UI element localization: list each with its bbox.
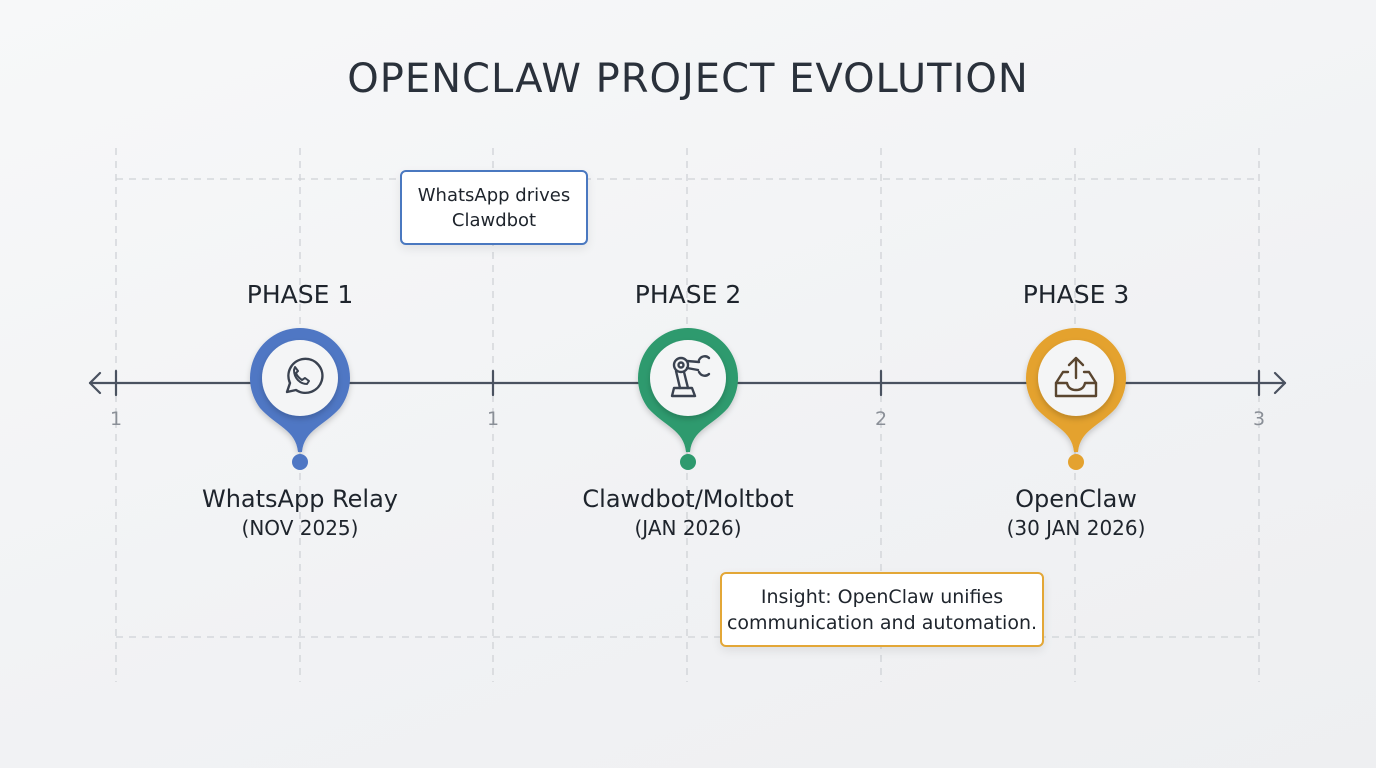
page-title: OPENCLAW PROJECT EVOLUTION [347, 56, 1029, 102]
phase-label: PHASE 1 [246, 280, 354, 309]
arrow-left-icon [88, 371, 102, 395]
callout-line: communication and automation. [726, 611, 1038, 634]
callout-line: Insight: OpenClaw unifies [760, 585, 1004, 608]
phase-date: (JAN 2026) [634, 516, 742, 540]
robot-arm-icon [670, 355, 711, 398]
phase-date: (30 JAN 2026) [1006, 516, 1146, 540]
callout-line: WhatsApp drives [417, 184, 571, 206]
callout-line: Clawdbot [451, 209, 537, 231]
phase-marker [250, 328, 350, 470]
phase-label: PHASE 2 [634, 280, 742, 309]
phase-name: WhatsApp Relay [201, 485, 399, 513]
axis-tick-label: 1 [109, 408, 123, 430]
phase-marker [638, 328, 738, 470]
whatsapp-icon [285, 357, 324, 395]
insight-callout: Insight: OpenClaw unifies communication … [720, 572, 1044, 647]
inbox-upload-icon [1054, 356, 1098, 398]
phase-name: OpenClaw [1015, 485, 1137, 513]
phase-marker [1026, 328, 1126, 470]
callout-whatsapp-drives-clawdbot: WhatsApp drives Clawdbot [400, 170, 588, 245]
axis-tick-label: 2 [874, 408, 888, 430]
axis-tick-label: 1 [486, 408, 500, 430]
axis-tick-label: 3 [1252, 408, 1266, 430]
phase-name: Clawdbot/Moltbot [582, 485, 794, 513]
arrow-right-icon [1273, 371, 1287, 395]
phase-date: (NOV 2025) [241, 516, 359, 540]
phase-label: PHASE 3 [1022, 280, 1130, 309]
